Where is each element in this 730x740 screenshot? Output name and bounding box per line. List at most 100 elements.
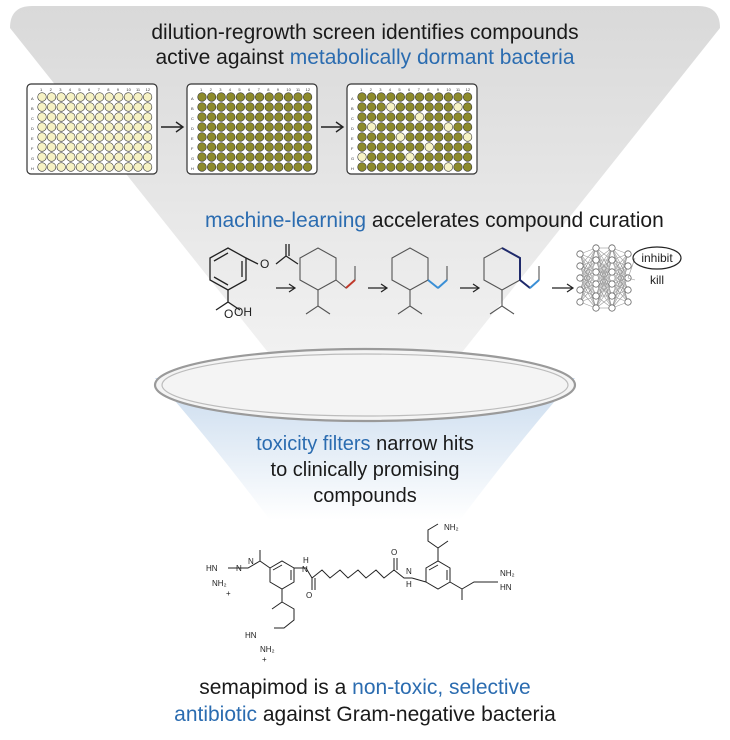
plate-col-label: 2 <box>370 87 373 92</box>
plate-well <box>114 152 124 162</box>
plate-well <box>395 152 406 162</box>
plate-well <box>56 152 66 162</box>
nn-edge <box>595 247 613 285</box>
plate-well <box>75 122 86 132</box>
nn-edge <box>611 289 629 309</box>
plate-well <box>133 142 143 152</box>
plate-well <box>56 132 66 142</box>
plate-well <box>216 132 226 142</box>
plate-well <box>462 92 473 102</box>
plate-well <box>264 122 274 132</box>
plate-well <box>206 142 217 152</box>
plate-well <box>274 122 284 132</box>
plate-col-label: 12 <box>146 87 151 92</box>
plate-well <box>462 122 473 132</box>
plate-well <box>94 102 105 112</box>
nn-node <box>576 298 584 306</box>
bond-navy <box>501 247 531 289</box>
conclusion-highlight-2: antibiotic <box>174 703 258 726</box>
mol-nh2-6: NH₂ <box>500 569 515 578</box>
mol-n-3: N <box>302 565 308 574</box>
plate-well <box>443 152 453 162</box>
plate-well <box>264 102 274 112</box>
plate-well <box>254 162 265 172</box>
molecular-graph-3 <box>483 247 540 315</box>
plate-row-label: E <box>191 136 194 141</box>
nn-edge <box>595 283 613 309</box>
plate-well <box>386 92 396 102</box>
plate-well <box>75 132 86 142</box>
plate-well <box>46 142 57 152</box>
plate-col-label: 11 <box>296 87 301 92</box>
mol-nh2-1: HN <box>206 564 218 573</box>
nn-node <box>576 250 584 258</box>
bond-blue <box>427 279 448 289</box>
nn-edge <box>611 253 629 297</box>
plate-well <box>235 122 246 132</box>
plate-well <box>293 142 303 152</box>
plate-well <box>94 92 105 102</box>
plate-col-label: 5 <box>78 87 81 92</box>
plate-well <box>453 132 463 142</box>
plate-well <box>133 132 143 142</box>
plate-well <box>245 142 255 152</box>
plate-well <box>405 102 415 112</box>
toxicity-line2: to clinically promising <box>270 459 460 481</box>
output-inhibit: inhibit <box>641 251 673 265</box>
plate-well <box>197 152 207 162</box>
plate-well <box>75 162 86 172</box>
plate-well <box>66 162 76 172</box>
plate-well <box>133 152 143 162</box>
plate-row-label: E <box>351 136 354 141</box>
plate-row-label: A <box>191 96 194 101</box>
plate-well <box>395 92 406 102</box>
nn-edge <box>611 265 629 309</box>
aspirin-structure <box>209 244 299 311</box>
atom-label-oh: OH <box>234 305 252 319</box>
mol-n-2: N <box>248 557 254 566</box>
plate-col-label: 9 <box>117 87 120 92</box>
plate-well <box>434 102 444 112</box>
mol-o-1: O <box>306 591 312 600</box>
plate-well <box>216 142 226 152</box>
plate-well <box>226 112 236 122</box>
nn-edge <box>611 253 629 309</box>
plate-col-label: 12 <box>306 87 311 92</box>
plate-well <box>206 112 217 122</box>
plate-well <box>434 132 444 142</box>
plate-well <box>283 112 293 122</box>
plate-well <box>216 152 226 162</box>
plate-well <box>197 112 207 122</box>
plate-well <box>142 152 153 162</box>
plate-well <box>133 162 143 172</box>
plate-well <box>376 162 386 172</box>
plate-well <box>283 162 293 172</box>
nn-edge <box>579 271 597 303</box>
plate-well <box>302 112 313 122</box>
plate-row-label: D <box>191 126 194 131</box>
plate-well <box>274 142 284 152</box>
plate-row-label: G <box>191 156 194 161</box>
plate-well <box>434 142 444 152</box>
plate-well <box>414 122 425 132</box>
plate-well <box>274 102 284 112</box>
screen-title-line1: dilution-regrowth screen identifies comp… <box>151 21 579 44</box>
plate-well <box>434 162 444 172</box>
plate-well <box>434 152 444 162</box>
plate-well <box>264 142 274 152</box>
plate-well <box>46 132 57 142</box>
plate-well <box>366 122 377 132</box>
plate-well <box>386 122 396 132</box>
neural-network <box>576 244 636 312</box>
plate-well <box>123 162 133 172</box>
plate-row-label: G <box>351 156 354 161</box>
plate-well <box>254 102 265 112</box>
plate-well <box>123 102 133 112</box>
plate-well <box>75 102 86 112</box>
plate-well <box>443 142 453 152</box>
plate-well <box>357 152 367 162</box>
plate-well <box>302 152 313 162</box>
plate-row-label: H <box>351 166 354 171</box>
plate-well <box>264 132 274 142</box>
